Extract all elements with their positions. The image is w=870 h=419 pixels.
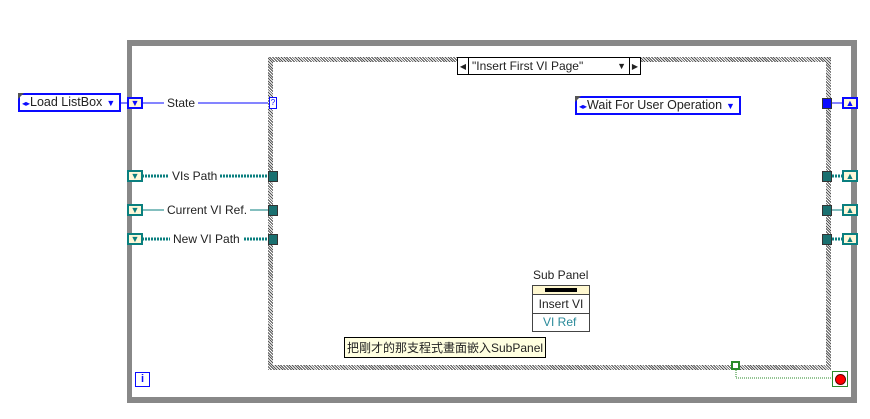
label-state: State [164,96,199,110]
boolean-tunnel [731,361,740,370]
shift-register-left-state[interactable]: ▼ [127,97,143,109]
tunnel-out [822,98,832,109]
case-selector-terminal[interactable]: ? [269,97,277,109]
reference-header [533,286,589,295]
label-new-vi-path: New VI Path [170,232,243,246]
invoke-node[interactable]: Insert VI VI Ref [532,285,590,332]
wire-stop [735,368,832,379]
shift-register-right-vis-path[interactable]: ▲ [842,170,858,182]
shift-register-right-current-vi-ref[interactable]: ▲ [842,204,858,216]
decrement-arrow-icon[interactable]: ◀ [459,61,467,71]
case-selector-label: "Insert First VI Page" [472,59,584,73]
chevron-down-icon: ▼ [726,101,735,111]
method-name: Insert VI [533,295,589,314]
shift-register-right-state[interactable]: ▲ [842,97,858,109]
state-next-value: Wait For User Operation [587,98,723,112]
state-init-constant[interactable]: ◂▸Load ListBox▼ [18,93,122,112]
tunnel-out [822,205,832,216]
param-vi-ref[interactable]: VI Ref [543,315,577,329]
while-loop [127,40,857,403]
tunnel-in [268,234,278,245]
shift-register-left-vis-path[interactable]: ▼ [127,170,143,182]
tunnel-out [822,171,832,182]
tunnel-out [822,234,832,245]
state-next-constant[interactable]: ◂▸Wait For User Operation▼ [575,96,741,115]
shift-register-left-new-vi-path[interactable]: ▼ [127,233,143,245]
stop-icon[interactable] [832,371,848,387]
chevron-down-icon: ▼ [106,98,116,108]
shift-register-left-current-vi-ref[interactable]: ▼ [127,204,143,216]
label-vis-path: VIs Path [169,169,221,183]
case-selector[interactable]: ◀ "Insert First VI Page" ▼ ▶ [457,57,641,75]
invoke-node-label: Sub Panel [533,268,589,282]
state-init-value: Load ListBox [30,95,103,109]
shift-register-right-new-vi-path[interactable]: ▲ [842,233,858,245]
increment-arrow-icon[interactable]: ▶ [631,61,639,71]
tunnel-in [268,171,278,182]
chevron-down-icon[interactable]: ▼ [617,61,626,71]
label-current-vi-ref: Current VI Ref. [164,203,251,217]
tunnel-in [268,205,278,216]
iteration-terminal: i [135,372,150,387]
comment: 把剛才的那支程式畫面嵌入SubPanel [344,337,547,358]
